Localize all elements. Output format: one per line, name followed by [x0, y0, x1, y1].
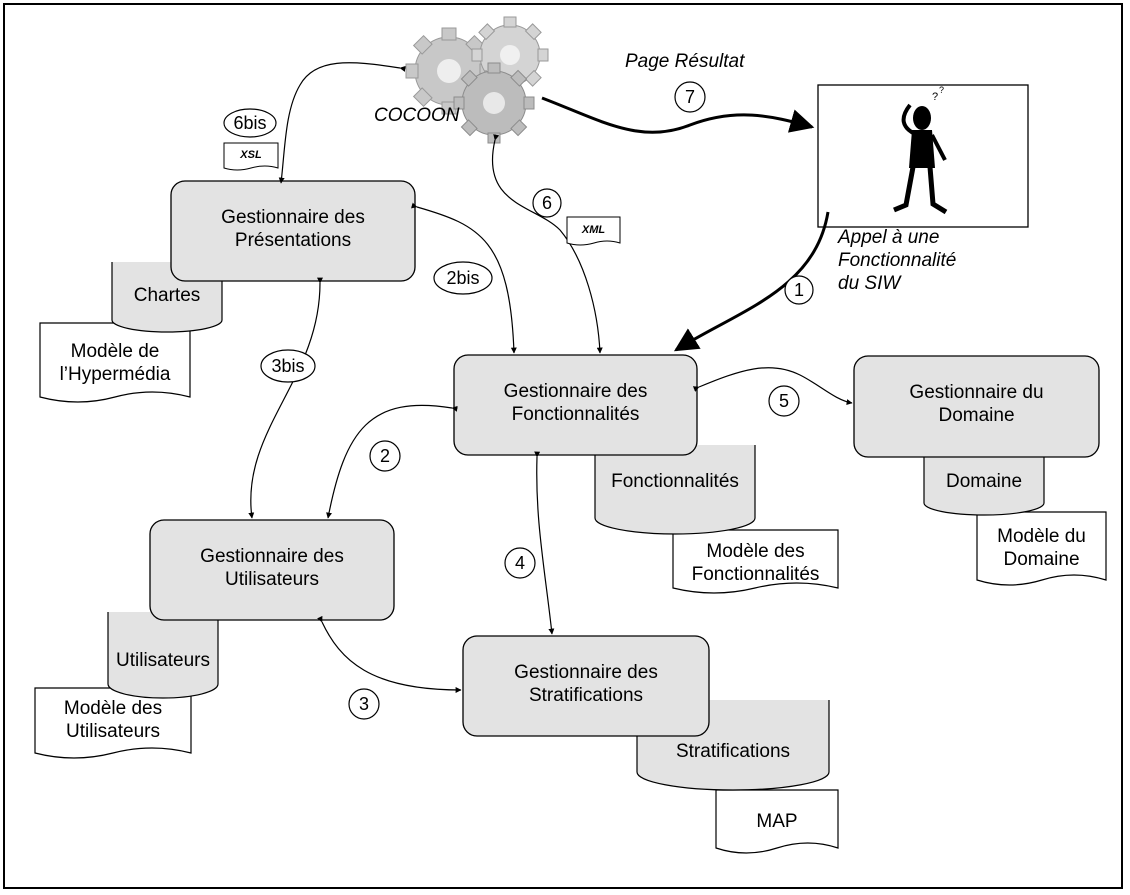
- step-3-circle: [348, 688, 380, 720]
- step-6-label: 6: [541, 192, 552, 213]
- page-resultat-label: Page Résultat: [625, 51, 745, 72]
- svg-text:?: ?: [939, 85, 944, 95]
- step-5-label: 5: [778, 390, 789, 411]
- model-hypermedia-doc: [39, 322, 191, 403]
- xml-doc-icon: [566, 216, 621, 246]
- step-6bis-oval: [223, 108, 277, 138]
- db-fonctionnalites-cylinder: [594, 445, 756, 535]
- model-utilisateurs-label: Modèle des Utilisateurs: [63, 698, 163, 742]
- arrow-6bis: [278, 62, 406, 184]
- arrow-5: [692, 367, 853, 406]
- model-domaine-label: Modèle du Domaine: [997, 526, 1086, 570]
- model-map-label: MAP: [756, 811, 798, 832]
- model-fonctionnalites-doc: [672, 529, 839, 594]
- manager-fonctionnalites-label: Gestionnaire des Fonctionnalités: [503, 381, 648, 425]
- xsl-doc-icon: [223, 142, 279, 171]
- xml-label: XML: [581, 223, 606, 236]
- db-stratifications-label: Stratifications: [675, 741, 791, 762]
- step-6bis-label: 6bis: [233, 112, 267, 133]
- step-2-label: 2: [379, 445, 390, 466]
- step-4-circle: [504, 547, 536, 579]
- step-3bis-oval: [260, 349, 316, 383]
- appel-fonctionnalite-label: Appel à une Fonctionnalité du SIW: [838, 227, 957, 294]
- box-utilisateurs: [149, 519, 395, 621]
- step-7-circle: [674, 81, 706, 113]
- step-2bis-oval: [433, 261, 493, 295]
- step-3bis-label: 3bis: [271, 355, 305, 376]
- step-7-label: 7: [684, 86, 695, 107]
- step-2-circle: [369, 440, 401, 472]
- cocoon-label: COCOON: [374, 105, 460, 126]
- db-domaine-label: Domaine: [945, 471, 1023, 492]
- db-utilisateurs-cylinder: [107, 612, 219, 699]
- db-domaine-cylinder: [923, 450, 1045, 516]
- svg-text:?: ?: [932, 91, 938, 103]
- arrow-6: [492, 134, 603, 354]
- cocoon-gears-icon: [405, 16, 549, 144]
- arrow-1-appel: [673, 211, 830, 352]
- model-utilisateurs-doc: [34, 687, 192, 759]
- arrow-2: [326, 404, 458, 519]
- manager-domaine-label: Gestionnaire du Domaine: [909, 382, 1044, 426]
- step-4-label: 4: [514, 552, 525, 573]
- manager-stratifications-label: Gestionnaire des Stratifications: [514, 662, 658, 706]
- box-domaine: [853, 355, 1100, 458]
- arrow-3: [316, 615, 462, 693]
- db-chartes-label: Chartes: [133, 285, 201, 306]
- step-1-label: 1: [793, 279, 804, 300]
- arrow-7-page-resultat: [541, 96, 815, 134]
- arrow-3bis: [248, 277, 324, 519]
- step-6-circle: [532, 188, 562, 218]
- thinking-person-icon: ? ?: [893, 85, 948, 215]
- model-fonctionnalites-label: Modèle des Fonctionnalités: [691, 541, 820, 585]
- model-map-doc: [715, 789, 839, 854]
- model-hypermedia-label: Modèle de l’Hypermédia: [59, 341, 171, 385]
- box-stratifications: [462, 635, 710, 737]
- manager-utilisateurs-label: Gestionnaire des Utilisateurs: [200, 546, 344, 590]
- arrow-2bis: [410, 202, 517, 354]
- manager-presentations-label: Gestionnaire des Présentations: [221, 207, 365, 251]
- arrow-4: [534, 451, 555, 635]
- step-5-circle: [768, 385, 800, 417]
- model-domaine-doc: [976, 511, 1107, 586]
- db-utilisateurs-label: Utilisateurs: [116, 650, 210, 671]
- step-1-circle: [784, 275, 814, 305]
- xsl-label: XSL: [240, 149, 262, 161]
- step-3-label: 3: [358, 693, 369, 714]
- db-fonctionnalites-label: Fonctionnalités: [611, 471, 739, 492]
- step-2bis-label: 2bis: [446, 267, 480, 288]
